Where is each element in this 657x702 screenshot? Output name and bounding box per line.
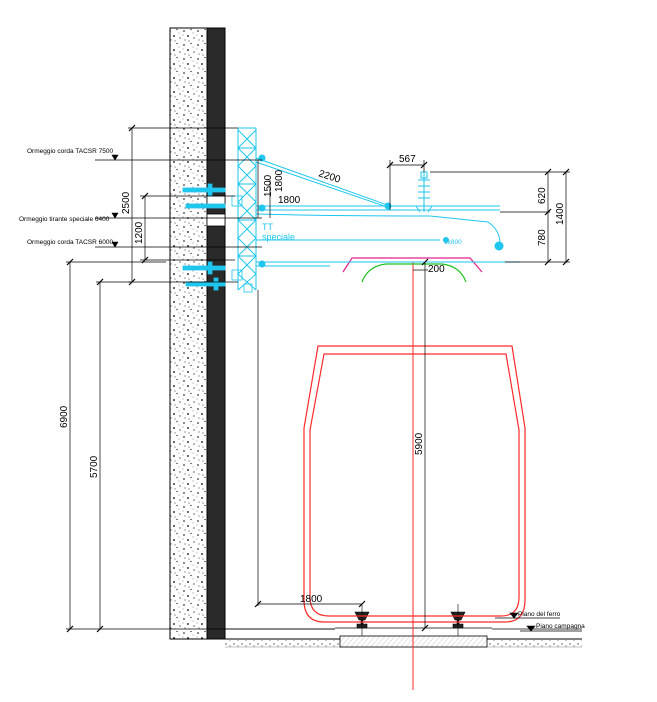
drawing-labels: Ormeggio corda TACSR 7500 Ormeggio tiran… — [19, 148, 585, 630]
label-wire-size: 1x800 — [444, 239, 462, 246]
concrete-wall — [169, 27, 226, 640]
dim-5900: 5900 — [414, 432, 425, 455]
dim-1400: 1400 — [555, 202, 566, 225]
dim-1800-bottom: 1800 — [300, 594, 323, 605]
dim-200: 200 — [428, 264, 445, 275]
dimension-ticks — [66, 124, 570, 633]
dim-567: 567 — [399, 154, 416, 165]
dim-1500: 1500 — [263, 174, 274, 197]
level-markers — [111, 154, 536, 632]
dim-1200: 1200 — [134, 221, 145, 244]
dim-1800-top-vertical: 1800 — [274, 169, 285, 192]
label-tt: TT — [262, 222, 273, 232]
label-tt-speciale: speciale — [262, 232, 295, 242]
label-tie-special-6400: Ormeggio tirante speciale 6400 — [19, 216, 110, 223]
dim-780: 780 — [537, 229, 548, 246]
dimension-lines — [66, 127, 582, 632]
left-rail — [354, 604, 370, 636]
right-rail — [450, 604, 466, 636]
train-gauge-outline — [303, 345, 526, 623]
label-piano-campagna: Piano campagna — [536, 623, 585, 630]
dim-2200: 2200 — [317, 168, 342, 185]
dim-620: 620 — [537, 187, 548, 204]
label-wire-tacsr-6000: Ormeggio corda TACSR 6000 — [27, 239, 113, 246]
dim-2500: 2500 — [121, 191, 132, 214]
lattice-mast — [237, 127, 257, 291]
dim-1800-top: 1800 — [278, 195, 301, 206]
pantograph-profile — [342, 257, 483, 283]
label-piano-ferro: Piano del ferro — [518, 611, 561, 618]
dim-6900: 6900 — [59, 405, 70, 428]
cantilever-arms — [255, 154, 520, 268]
label-wire-tacsr-7500: Ormeggio corda TACSR 7500 — [27, 148, 113, 155]
dim-5700: 5700 — [89, 455, 100, 478]
